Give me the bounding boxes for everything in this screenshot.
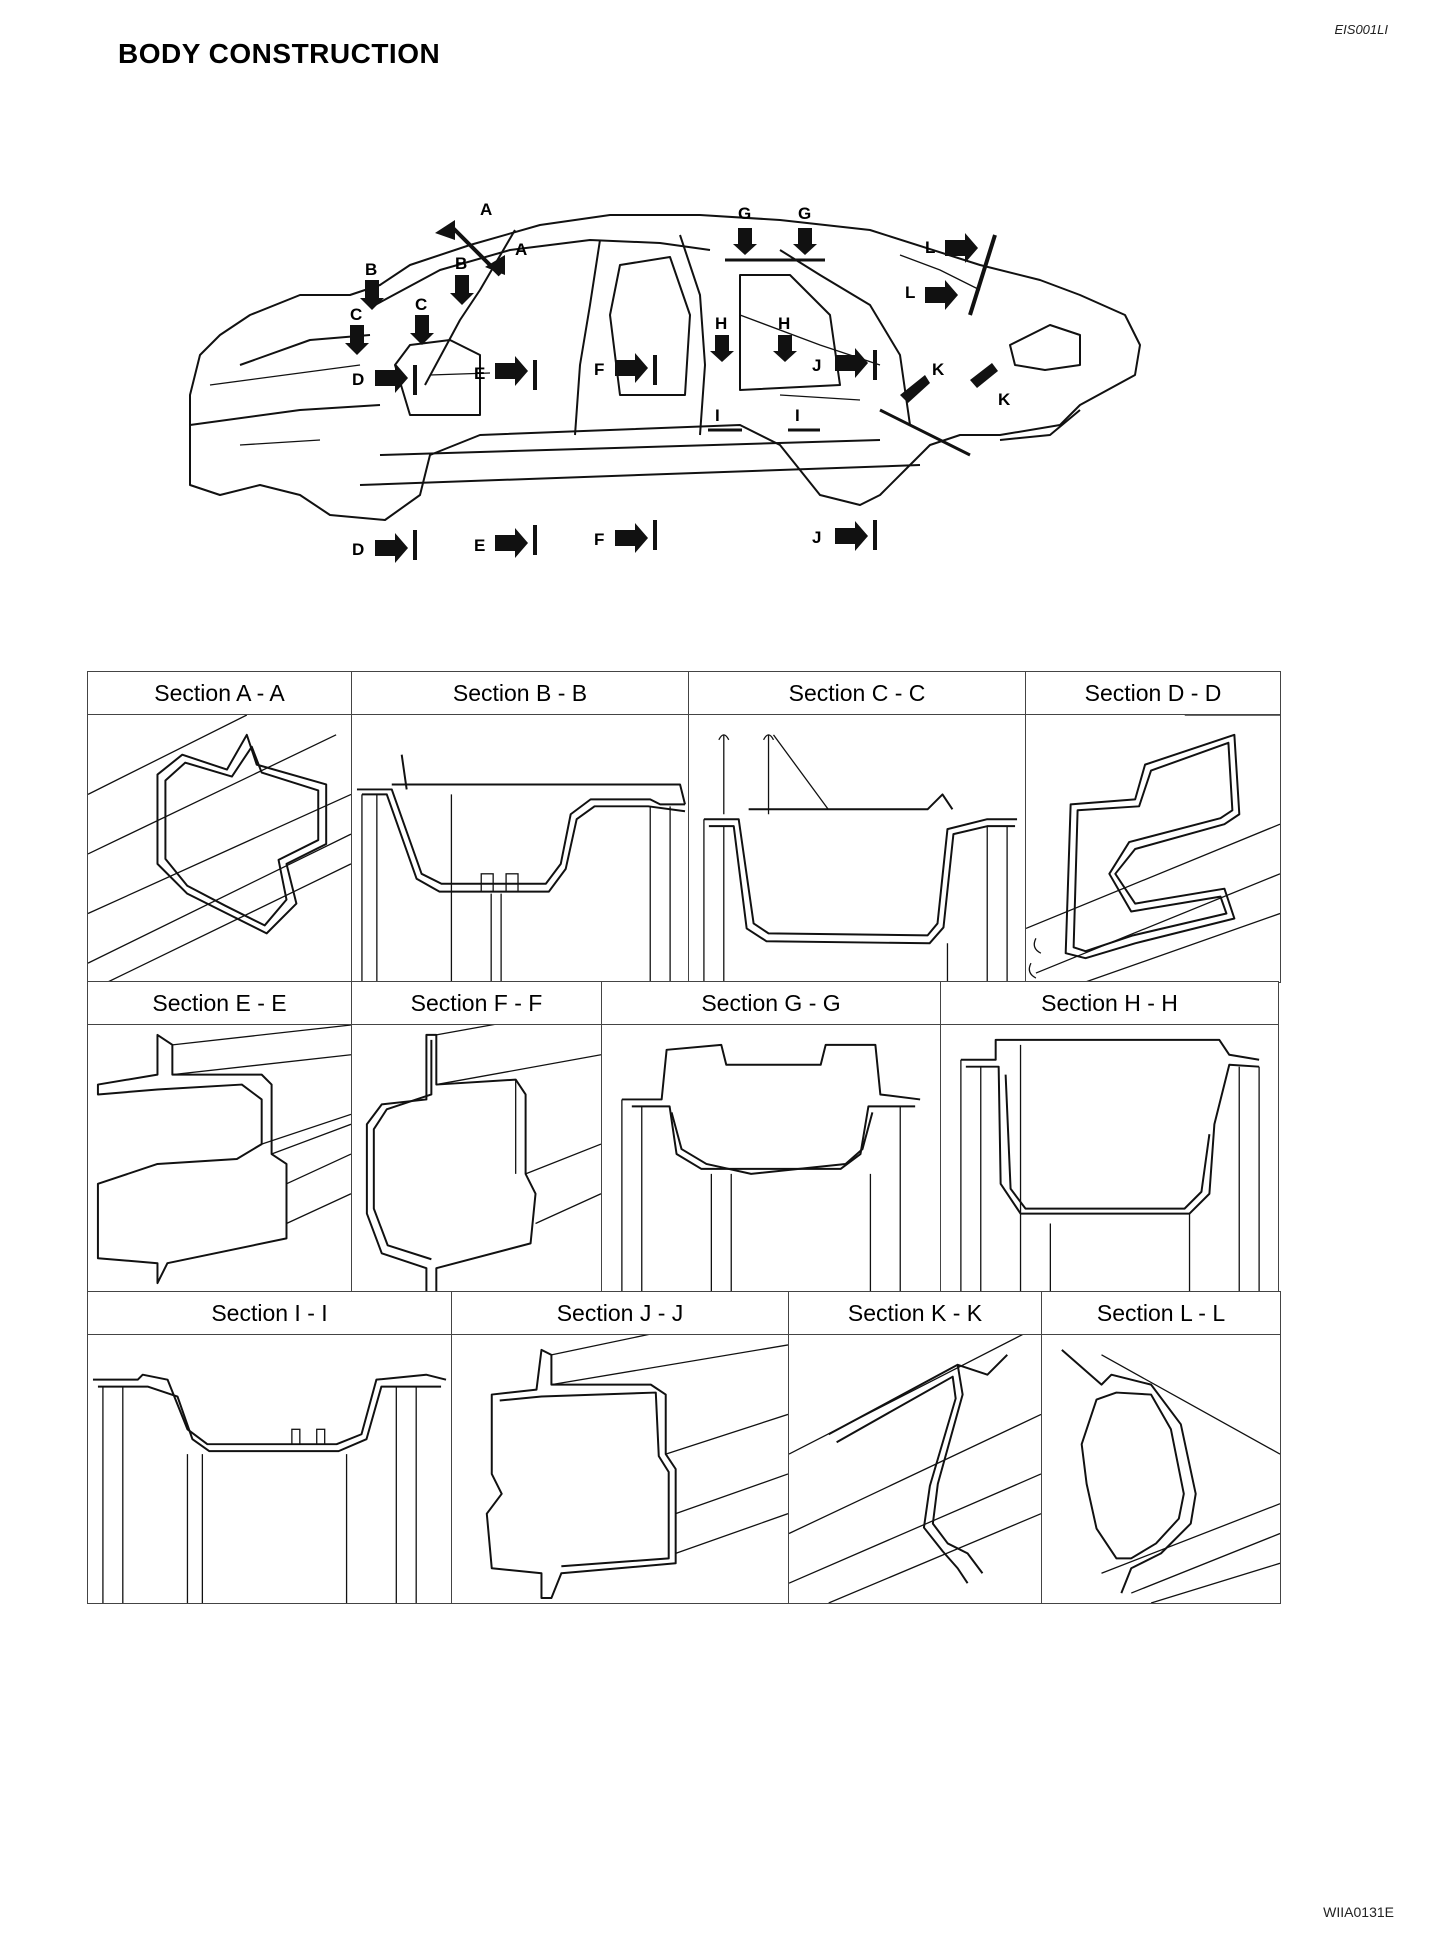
section-h-drawing xyxy=(941,1025,1278,1292)
section-h-label: Section H - H xyxy=(941,982,1278,1025)
car-body-detail-lines xyxy=(209,254,981,446)
section-d-label: Section D - D xyxy=(1026,672,1280,715)
svg-text:C: C xyxy=(350,305,362,324)
section-a-label: Section A - A xyxy=(88,672,351,715)
section-j-cell: Section J - J xyxy=(451,1291,789,1604)
marker-i: I I xyxy=(708,406,820,432)
marker-h: H H xyxy=(710,314,797,362)
section-j-drawing xyxy=(452,1335,788,1603)
section-a-cell: Section A - A xyxy=(87,671,352,983)
svg-text:E: E xyxy=(474,364,485,383)
svg-text:F: F xyxy=(594,360,604,379)
car-body-outline xyxy=(189,214,1141,521)
car-body-diagram: A A B B C C D D E E F F xyxy=(189,200,1141,563)
svg-text:C: C xyxy=(415,295,427,314)
section-g-cell: Section G - G xyxy=(601,981,941,1293)
marker-j: J J xyxy=(812,348,877,551)
section-b-drawing xyxy=(352,715,688,982)
section-l-label: Section L - L xyxy=(1042,1292,1280,1335)
svg-text:D: D xyxy=(352,370,364,389)
marker-a: A A xyxy=(435,200,527,277)
svg-text:L: L xyxy=(905,283,915,302)
section-d-drawing xyxy=(1026,715,1280,982)
section-b-cell: Section B - B xyxy=(351,671,689,983)
section-e-drawing xyxy=(88,1025,351,1292)
svg-text:J: J xyxy=(812,528,821,547)
svg-text:G: G xyxy=(738,204,751,223)
section-d-cell: Section D - D xyxy=(1025,671,1281,983)
svg-text:A: A xyxy=(480,200,492,219)
section-k-label: Section K - K xyxy=(789,1292,1041,1335)
svg-text:K: K xyxy=(998,390,1011,409)
section-k-drawing xyxy=(789,1335,1041,1603)
marker-l: L L xyxy=(905,233,997,316)
section-e-cell: Section E - E xyxy=(87,981,352,1293)
svg-text:B: B xyxy=(455,254,467,273)
svg-text:I: I xyxy=(795,406,800,425)
svg-text:J: J xyxy=(812,356,821,375)
section-k-cell: Section K - K xyxy=(788,1291,1042,1604)
marker-c: C C xyxy=(345,295,434,355)
svg-text:E: E xyxy=(474,536,485,555)
svg-text:K: K xyxy=(932,360,945,379)
section-l-cell: Section L - L xyxy=(1041,1291,1281,1604)
section-f-drawing xyxy=(352,1025,601,1292)
svg-text:B: B xyxy=(365,260,377,279)
marker-g: G G xyxy=(725,204,825,262)
document-code: EIS001LI xyxy=(1334,22,1389,37)
section-i-cell: Section I - I xyxy=(87,1291,452,1604)
marker-f: F F xyxy=(594,353,657,553)
marker-k: K K xyxy=(879,360,1011,457)
section-j-label: Section J - J xyxy=(452,1292,788,1335)
section-i-label: Section I - I xyxy=(88,1292,451,1335)
section-c-cell: Section C - C xyxy=(688,671,1026,983)
svg-text:L: L xyxy=(925,238,935,257)
svg-text:D: D xyxy=(352,540,364,559)
marker-d: D D xyxy=(352,363,417,563)
section-f-label: Section F - F xyxy=(352,982,601,1025)
figure-code: WIIA0131E xyxy=(1323,1904,1394,1920)
section-b-label: Section B - B xyxy=(352,672,688,715)
section-c-label: Section C - C xyxy=(689,672,1025,715)
section-a-drawing xyxy=(88,715,351,982)
svg-text:H: H xyxy=(715,314,727,333)
section-c-drawing xyxy=(689,715,1025,982)
section-l-drawing xyxy=(1042,1335,1280,1603)
svg-text:I: I xyxy=(715,406,720,425)
section-g-drawing xyxy=(602,1025,940,1292)
page-title: BODY CONSTRUCTION xyxy=(118,38,441,69)
svg-text:G: G xyxy=(798,204,811,223)
section-i-drawing xyxy=(88,1335,451,1603)
section-g-label: Section G - G xyxy=(602,982,940,1025)
svg-text:A: A xyxy=(515,240,527,259)
marker-e: E E xyxy=(474,356,537,558)
section-f-cell: Section F - F xyxy=(351,981,602,1293)
svg-text:H: H xyxy=(778,314,790,333)
section-e-label: Section E - E xyxy=(88,982,351,1025)
svg-text:F: F xyxy=(594,530,604,549)
section-h-cell: Section H - H xyxy=(940,981,1279,1293)
marker-b: B B xyxy=(360,254,474,310)
